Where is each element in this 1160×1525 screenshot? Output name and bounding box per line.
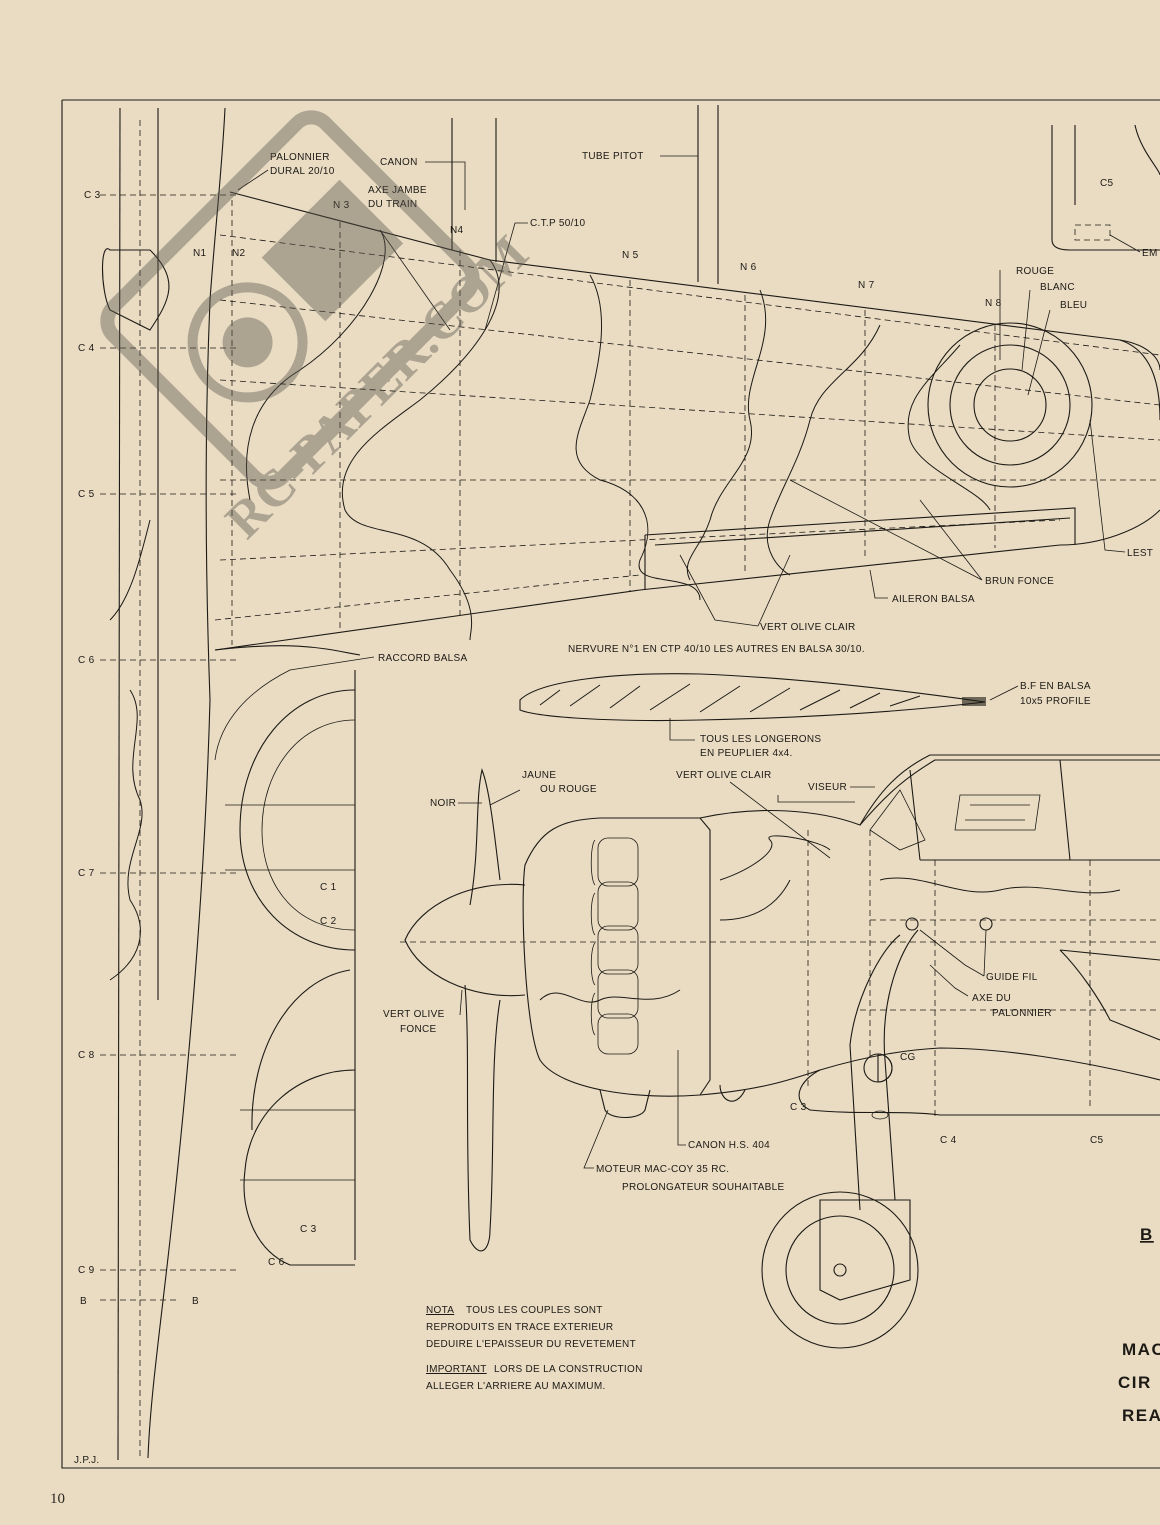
label-jaune: JAUNE <box>522 770 556 781</box>
note-nota-2: REPRODUITS EN TRACE EXTERIEUR <box>426 1322 613 1333</box>
rc-paper-watermark: RC-PAPER.COM <box>100 110 540 550</box>
label-c6-former: C 6 <box>268 1257 285 1268</box>
label-n6: N 6 <box>740 262 757 273</box>
note-nota-1: TOUS LES COUPLES SONT <box>466 1305 603 1316</box>
page-number: 10 <box>50 1491 65 1507</box>
note-important-2: ALLEGER L'ARRIERE AU MAXIMUM. <box>426 1381 606 1392</box>
label-brun-fonce: BRUN FONCE <box>985 576 1054 587</box>
label-bf-1: B.F EN BALSA <box>1020 681 1091 692</box>
label-vert-olive-fonce-1: VERT OLIVE <box>383 1009 445 1020</box>
label-b-right: B <box>192 1296 199 1307</box>
title-letter: B <box>1140 1225 1154 1244</box>
label-c4-fus: C 4 <box>940 1135 957 1146</box>
title-line-1: MAC <box>1122 1340 1160 1359</box>
label-n4: N4 <box>450 225 464 236</box>
frame-border <box>61 99 1160 1469</box>
label-cg: CG <box>900 1052 916 1063</box>
title-line-2: CIR <box>1118 1373 1152 1392</box>
label-bf-2: 10x5 PROFILE <box>1020 696 1091 707</box>
label-nervure: NERVURE N°1 EN CTP 40/10 LES AUTRES EN B… <box>568 644 865 655</box>
label-tube-pitot: TUBE PITOT <box>582 151 644 162</box>
label-c5-fus: C5 <box>1090 1135 1104 1146</box>
label-c8: C 8 <box>78 1050 95 1061</box>
label-c3-former: C 3 <box>300 1224 317 1235</box>
label-blanc: BLANC <box>1040 282 1075 293</box>
label-moteur-2: PROLONGATEUR SOUHAITABLE <box>622 1182 784 1193</box>
label-moteur-1: MOTEUR MAC-COY 35 RC. <box>596 1164 729 1175</box>
label-viseur: VISEUR <box>808 782 847 793</box>
label-axe-du: AXE DU <box>972 993 1011 1004</box>
label-noir: NOIR <box>430 798 456 809</box>
label-raccord: RACCORD BALSA <box>378 653 468 664</box>
label-du-train: DU TRAIN <box>368 199 417 210</box>
title-line-3: REA <box>1122 1406 1160 1425</box>
label-n5: N 5 <box>622 250 639 261</box>
wing-plan: ROUGE BLANC BLEU LEST N1 N2 N 3 N4 N 5 N… <box>193 105 1160 761</box>
label-longerons-1: TOUS LES LONGERONS <box>700 734 821 745</box>
label-c7: C 7 <box>78 868 95 879</box>
label-c1: C 1 <box>320 882 337 893</box>
label-c5-top: C5 <box>1100 178 1114 189</box>
label-ctp: C.T.P 50/10 <box>530 218 586 229</box>
label-bleu: BLEU <box>1060 300 1087 311</box>
label-aileron: AILERON BALSA <box>892 594 975 605</box>
title-block: B MAC CIR REA <box>1118 1225 1160 1425</box>
label-n8: N 8 <box>985 298 1002 309</box>
watermark-text: RC-PAPER.COM <box>215 225 540 550</box>
label-n1: N1 <box>193 248 207 259</box>
label-em: EM <box>1142 248 1158 259</box>
label-n7: N 7 <box>858 280 875 291</box>
label-dural: DURAL 20/10 <box>270 166 335 177</box>
label-axe-jambe: AXE JAMBE <box>368 185 427 196</box>
note-nota-3: DEDUIRE L'EPAISSEUR DU REVETEMENT <box>426 1339 636 1350</box>
draftsman-initials: J.P.J. <box>74 1455 100 1466</box>
label-vert-olive-fonce-2: FONCE <box>400 1024 437 1035</box>
bf-strip <box>962 697 986 706</box>
label-c9: C 9 <box>78 1265 95 1276</box>
label-ou-rouge: OU ROUGE <box>540 784 597 795</box>
label-c5: C 5 <box>78 489 95 500</box>
label-palonnier: PALONNIER <box>270 152 330 163</box>
fuselage-side-view: JAUNE OU ROUGE VERT OLIVE CLAIR VISEUR N… <box>383 754 1160 1349</box>
label-longerons-2: EN PEUPLIER 4x4. <box>700 748 793 759</box>
label-c6: C 6 <box>78 655 95 666</box>
note-nota-title: NOTA <box>426 1305 454 1316</box>
label-canon-hs: CANON H.S. 404 <box>688 1140 770 1151</box>
label-n2: N2 <box>232 248 246 259</box>
label-c2: C 2 <box>320 916 337 927</box>
airfoil-section: B.F EN BALSA 10x5 PROFILE TOUS LES LONGE… <box>519 673 1091 759</box>
label-b-left: B <box>80 1296 87 1307</box>
label-vert-olive-clair: VERT OLIVE CLAIR <box>760 622 856 633</box>
notes: NOTA TOUS LES COUPLES SONT REPRODUITS EN… <box>426 1305 643 1392</box>
label-n3: N 3 <box>333 200 350 211</box>
label-palonnier-2: PALONNIER <box>992 1008 1052 1019</box>
formers: C 1 C 2 C 3 C 6 <box>225 670 356 1268</box>
label-guide-fil: GUIDE FIL <box>986 972 1038 983</box>
note-important-title: IMPORTANT <box>426 1364 487 1375</box>
note-important-1: LORS DE LA CONSTRUCTION <box>494 1364 643 1375</box>
fuselage-top-view: C 3 C 4 C 5 C 6 C 7 C 8 C 9 B B <box>78 107 240 1461</box>
label-c3: C 3 <box>84 190 101 201</box>
label-c3-fus: C 3 <box>790 1102 807 1113</box>
label-canon-top: CANON <box>380 157 418 168</box>
label-vert-olive-clair-fus: VERT OLIVE CLAIR <box>676 770 772 781</box>
label-rouge: ROUGE <box>1016 266 1054 277</box>
label-lest: LEST <box>1127 548 1153 559</box>
label-c4: C 4 <box>78 343 95 354</box>
